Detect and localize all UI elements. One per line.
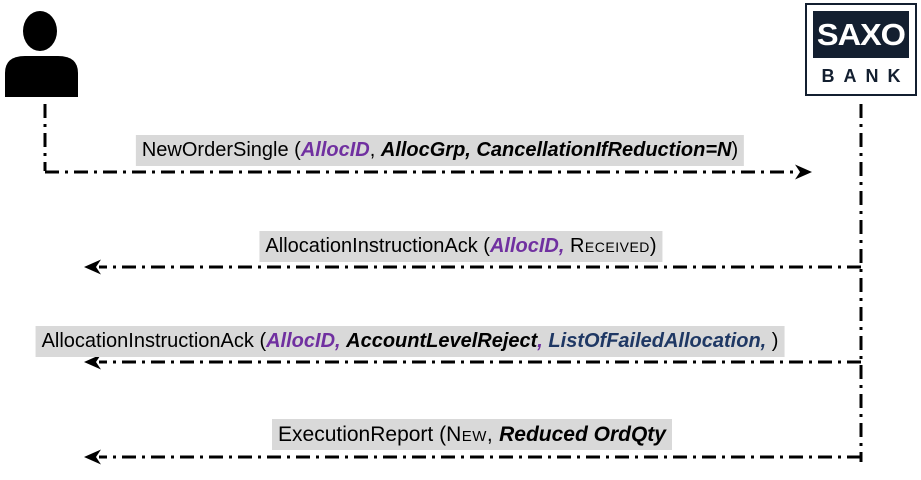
message-segment: AllocGrp, CancellationIfReduction=N (380, 139, 732, 161)
message-segment: , (369, 139, 381, 161)
message-segment: NewOrderSingle ( (141, 139, 301, 161)
message-segment: AllocID, (489, 235, 565, 257)
message-segment: , (537, 330, 543, 352)
saxo-logo-top: SAXO (813, 11, 909, 58)
message-segment: ) (731, 139, 739, 161)
message-segment: New, (446, 423, 494, 446)
message-segment: ListOfFailedAllocation, (548, 330, 767, 352)
person-icon (5, 11, 78, 97)
message-label-ack-received: AllocationInstructionAck (AllocID, Recei… (259, 231, 663, 262)
message-segment: ExecutionReport ( (278, 423, 447, 446)
message-segment: AllocationInstructionAck ( (41, 330, 267, 352)
message-segment: ) (766, 330, 779, 352)
message-segment: AccountLevelReject (346, 330, 538, 352)
arrowhead-left-icon (84, 259, 101, 275)
saxo-logo-bottom: BANK (807, 58, 915, 94)
message-segment: ) (649, 235, 657, 257)
arrowhead-right-icon (795, 164, 812, 180)
message-segment: AllocID (300, 139, 370, 161)
saxo-bank-logo: SAXO BANK (805, 3, 917, 96)
bank-logo-text: BANK (821, 66, 910, 86)
message-segment: Received (569, 235, 650, 257)
message-label-ack-reject: AllocationInstructionAck (AllocID, Accou… (35, 326, 785, 357)
message-segment: AllocationInstructionAck ( (265, 235, 490, 257)
arrowhead-left-icon (84, 354, 101, 370)
arrowhead-left-icon (84, 449, 101, 465)
message-label-execreport: ExecutionReport (New, Reduced OrdQty (272, 419, 672, 450)
message-segment: Reduced OrdQty (499, 423, 666, 446)
saxo-logo-text: SAXO (816, 17, 906, 52)
message-label-neworder: NewOrderSingle (AllocID, AllocGrp, Cance… (135, 135, 745, 166)
message-segment: AllocID, (266, 330, 341, 352)
